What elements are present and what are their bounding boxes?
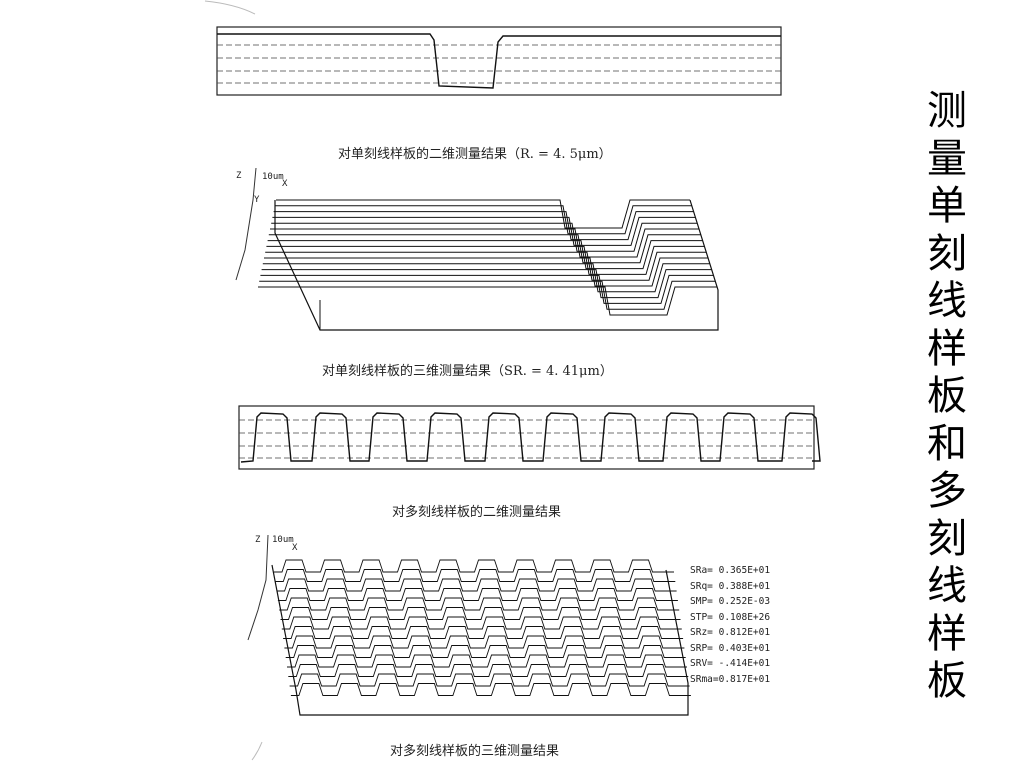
surface-trace-line bbox=[262, 263, 710, 293]
side-title: 测量单刻线样板和多刻线样板 bbox=[922, 88, 972, 706]
surface-trace-line bbox=[284, 635, 685, 649]
surface-trace-line bbox=[287, 654, 687, 668]
side-title-char: 样 bbox=[927, 610, 967, 657]
surface-trace-line bbox=[276, 578, 677, 592]
surface-trace-line bbox=[260, 274, 714, 304]
side-title-char: 刻 bbox=[927, 515, 967, 562]
surface-trace-line bbox=[265, 251, 707, 281]
surface-trace-line bbox=[271, 222, 698, 252]
scan-artifact bbox=[204, 0, 256, 15]
side-title-char: 线 bbox=[927, 563, 967, 609]
profile-trace bbox=[240, 412, 821, 463]
surface-base bbox=[271, 564, 689, 716]
stat-srq: SRq= 0.388E+01 bbox=[690, 580, 771, 592]
stat-srp: SRP= 0.403E+01 bbox=[690, 642, 771, 654]
surface-trace-line bbox=[275, 569, 676, 582]
surface-trace-line bbox=[266, 245, 705, 275]
surface-trace-line bbox=[270, 228, 699, 258]
fig4-caption: 对多刻线样板的三维测量结果 bbox=[390, 744, 560, 759]
fig2-caption: 对单刻线样板的三维测量结果（SR. = 4. 41μm） bbox=[322, 364, 613, 379]
surface-trace-line bbox=[290, 683, 691, 696]
surface-trace-line bbox=[289, 673, 690, 687]
surface-trace-line bbox=[276, 199, 690, 229]
side-title-char: 量 bbox=[927, 135, 967, 182]
axis-z-label: Z bbox=[236, 171, 242, 181]
fig1-caption: 对单刻线样板的二维测量结果（R. = 4. 5μm） bbox=[338, 147, 612, 162]
scan-artifact bbox=[251, 741, 263, 761]
side-title-char: 样 bbox=[927, 325, 967, 372]
side-title-char: 多 bbox=[927, 468, 967, 514]
surface-trace-line bbox=[268, 234, 701, 264]
fig3-2d-multi-profile bbox=[238, 405, 821, 470]
surface-trace-line bbox=[273, 211, 694, 241]
stat-srv: SRV= -.414E+01 bbox=[690, 658, 771, 669]
stat-srma: SRma=0.817E+01 bbox=[690, 673, 771, 685]
surface-trace-line bbox=[280, 607, 681, 620]
surface-trace-line bbox=[279, 597, 680, 611]
axis-line-2 bbox=[247, 534, 269, 641]
axis-y-label: Y bbox=[254, 195, 260, 205]
axis-x-label: X bbox=[282, 179, 288, 189]
surface-trace-line bbox=[261, 269, 712, 299]
stat-smp: SMP= 0.252E-03 bbox=[690, 596, 771, 607]
stat-stp: STP= 0.108E+26 bbox=[690, 611, 771, 623]
stat-sra: SRa= 0.365E+01 bbox=[690, 565, 771, 576]
surface-base bbox=[274, 199, 719, 331]
axis-scale-label-2: 10um bbox=[272, 535, 294, 545]
side-title-char: 和 bbox=[927, 420, 967, 467]
surface-trace-line bbox=[264, 257, 708, 287]
surface-trace-line bbox=[259, 280, 716, 310]
axis-line bbox=[235, 167, 257, 281]
surface-trace-line bbox=[274, 559, 674, 573]
side-title-char: 刻 bbox=[927, 230, 967, 277]
surface-trace-line bbox=[277, 588, 678, 601]
fig4-3d-multi-surface bbox=[271, 559, 691, 716]
surface-trace-line bbox=[288, 664, 689, 677]
axis-z-label-2: Z bbox=[255, 535, 261, 545]
fig1-2d-single-profile bbox=[216, 26, 782, 96]
surface-trace-line bbox=[272, 216, 696, 246]
side-title-char: 线 bbox=[927, 278, 967, 324]
side-title-char: 单 bbox=[927, 183, 967, 229]
fig2-3d-single-surface bbox=[258, 199, 719, 331]
side-title-char: 板 bbox=[927, 658, 967, 704]
surface-trace-line bbox=[281, 616, 682, 630]
axis-x-label-2: X bbox=[292, 543, 298, 553]
surface-trace-line bbox=[285, 645, 686, 658]
side-title-char: 测 bbox=[927, 88, 967, 134]
side-title-char: 板 bbox=[927, 373, 967, 419]
surface-trace-line bbox=[267, 240, 703, 270]
surface-trace-line bbox=[283, 626, 684, 639]
fig3-caption: 对多刻线样板的二维测量结果 bbox=[392, 505, 562, 520]
surface-trace-line bbox=[258, 286, 717, 316]
stat-srz: SRz= 0.812E+01 bbox=[690, 627, 771, 638]
axis-scale-label: 10um bbox=[262, 172, 284, 182]
surface-trace-line bbox=[274, 205, 692, 235]
surface-stats-panel: SRa= 0.365E+01 SRq= 0.388E+01 SMP= 0.252… bbox=[690, 563, 770, 687]
